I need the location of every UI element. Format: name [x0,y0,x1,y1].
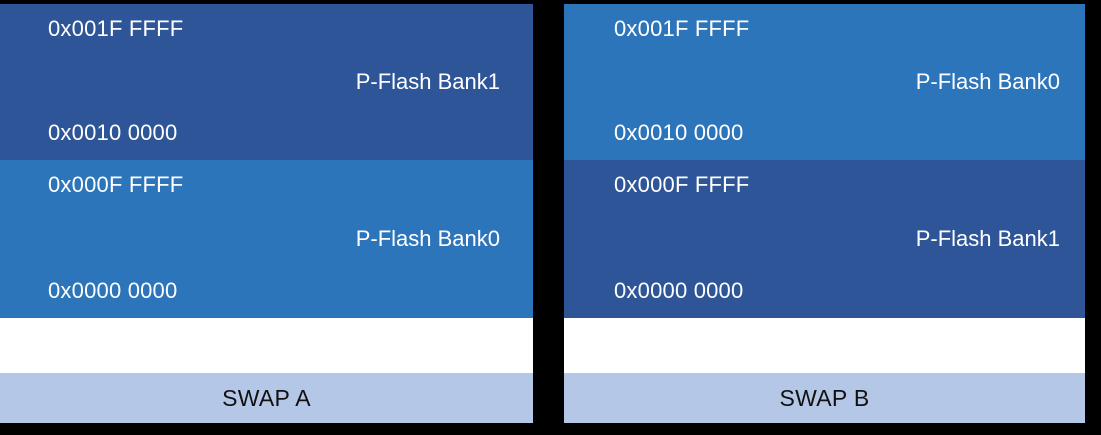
memory-map-stack-a: 0x001F FFFF P-Flash Bank1 0x0010 0000 0x… [0,4,533,318]
memory-map-stack-b: 0x001F FFFF P-Flash Bank0 0x0010 0000 0x… [564,4,1085,318]
address-label-b-upper-top: 0x001F FFFF [614,16,750,41]
bank-name-b-upper: P-Flash Bank0 [915,69,1060,94]
address-label-a-lower-top: 0x000F FFFF [48,172,184,197]
swap-bar-b: SWAP B [564,373,1085,423]
memory-block-b-upper: 0x001F FFFF P-Flash Bank0 0x0010 0000 [564,4,1085,160]
bank-name-b-lower: P-Flash Bank1 [915,226,1060,251]
memory-block-a-lower: 0x000F FFFF P-Flash Bank0 0x0000 0000 [0,160,533,318]
address-label-a-upper-bottom: 0x0010 0000 [48,120,178,145]
memory-map-panel-swap-b: 0x001F FFFF P-Flash Bank0 0x0010 0000 0x… [564,4,1085,423]
address-label-b-upper-bottom: 0x0010 0000 [614,120,744,145]
panel-b-gap [564,318,1085,373]
swap-bar-b-label: SWAP B [779,384,870,411]
panel-divider [533,0,564,435]
swap-bar-a-label: SWAP A [222,384,311,411]
address-label-b-lower-bottom: 0x0000 0000 [614,278,744,303]
swap-bar-a: SWAP A [0,373,533,423]
bank-name-a-upper: P-Flash Bank1 [355,69,500,94]
panel-a-gap [0,318,533,373]
address-label-a-lower-bottom: 0x0000 0000 [48,278,178,303]
memory-map-panel-swap-a: 0x001F FFFF P-Flash Bank1 0x0010 0000 0x… [0,4,533,423]
memory-block-b-lower: 0x000F FFFF P-Flash Bank1 0x0000 0000 [564,160,1085,318]
memory-block-a-upper: 0x001F FFFF P-Flash Bank1 0x0010 0000 [0,4,533,160]
address-label-b-lower-top: 0x000F FFFF [614,172,750,197]
address-label-a-upper-top: 0x001F FFFF [48,16,184,41]
bank-name-a-lower: P-Flash Bank0 [355,226,500,251]
